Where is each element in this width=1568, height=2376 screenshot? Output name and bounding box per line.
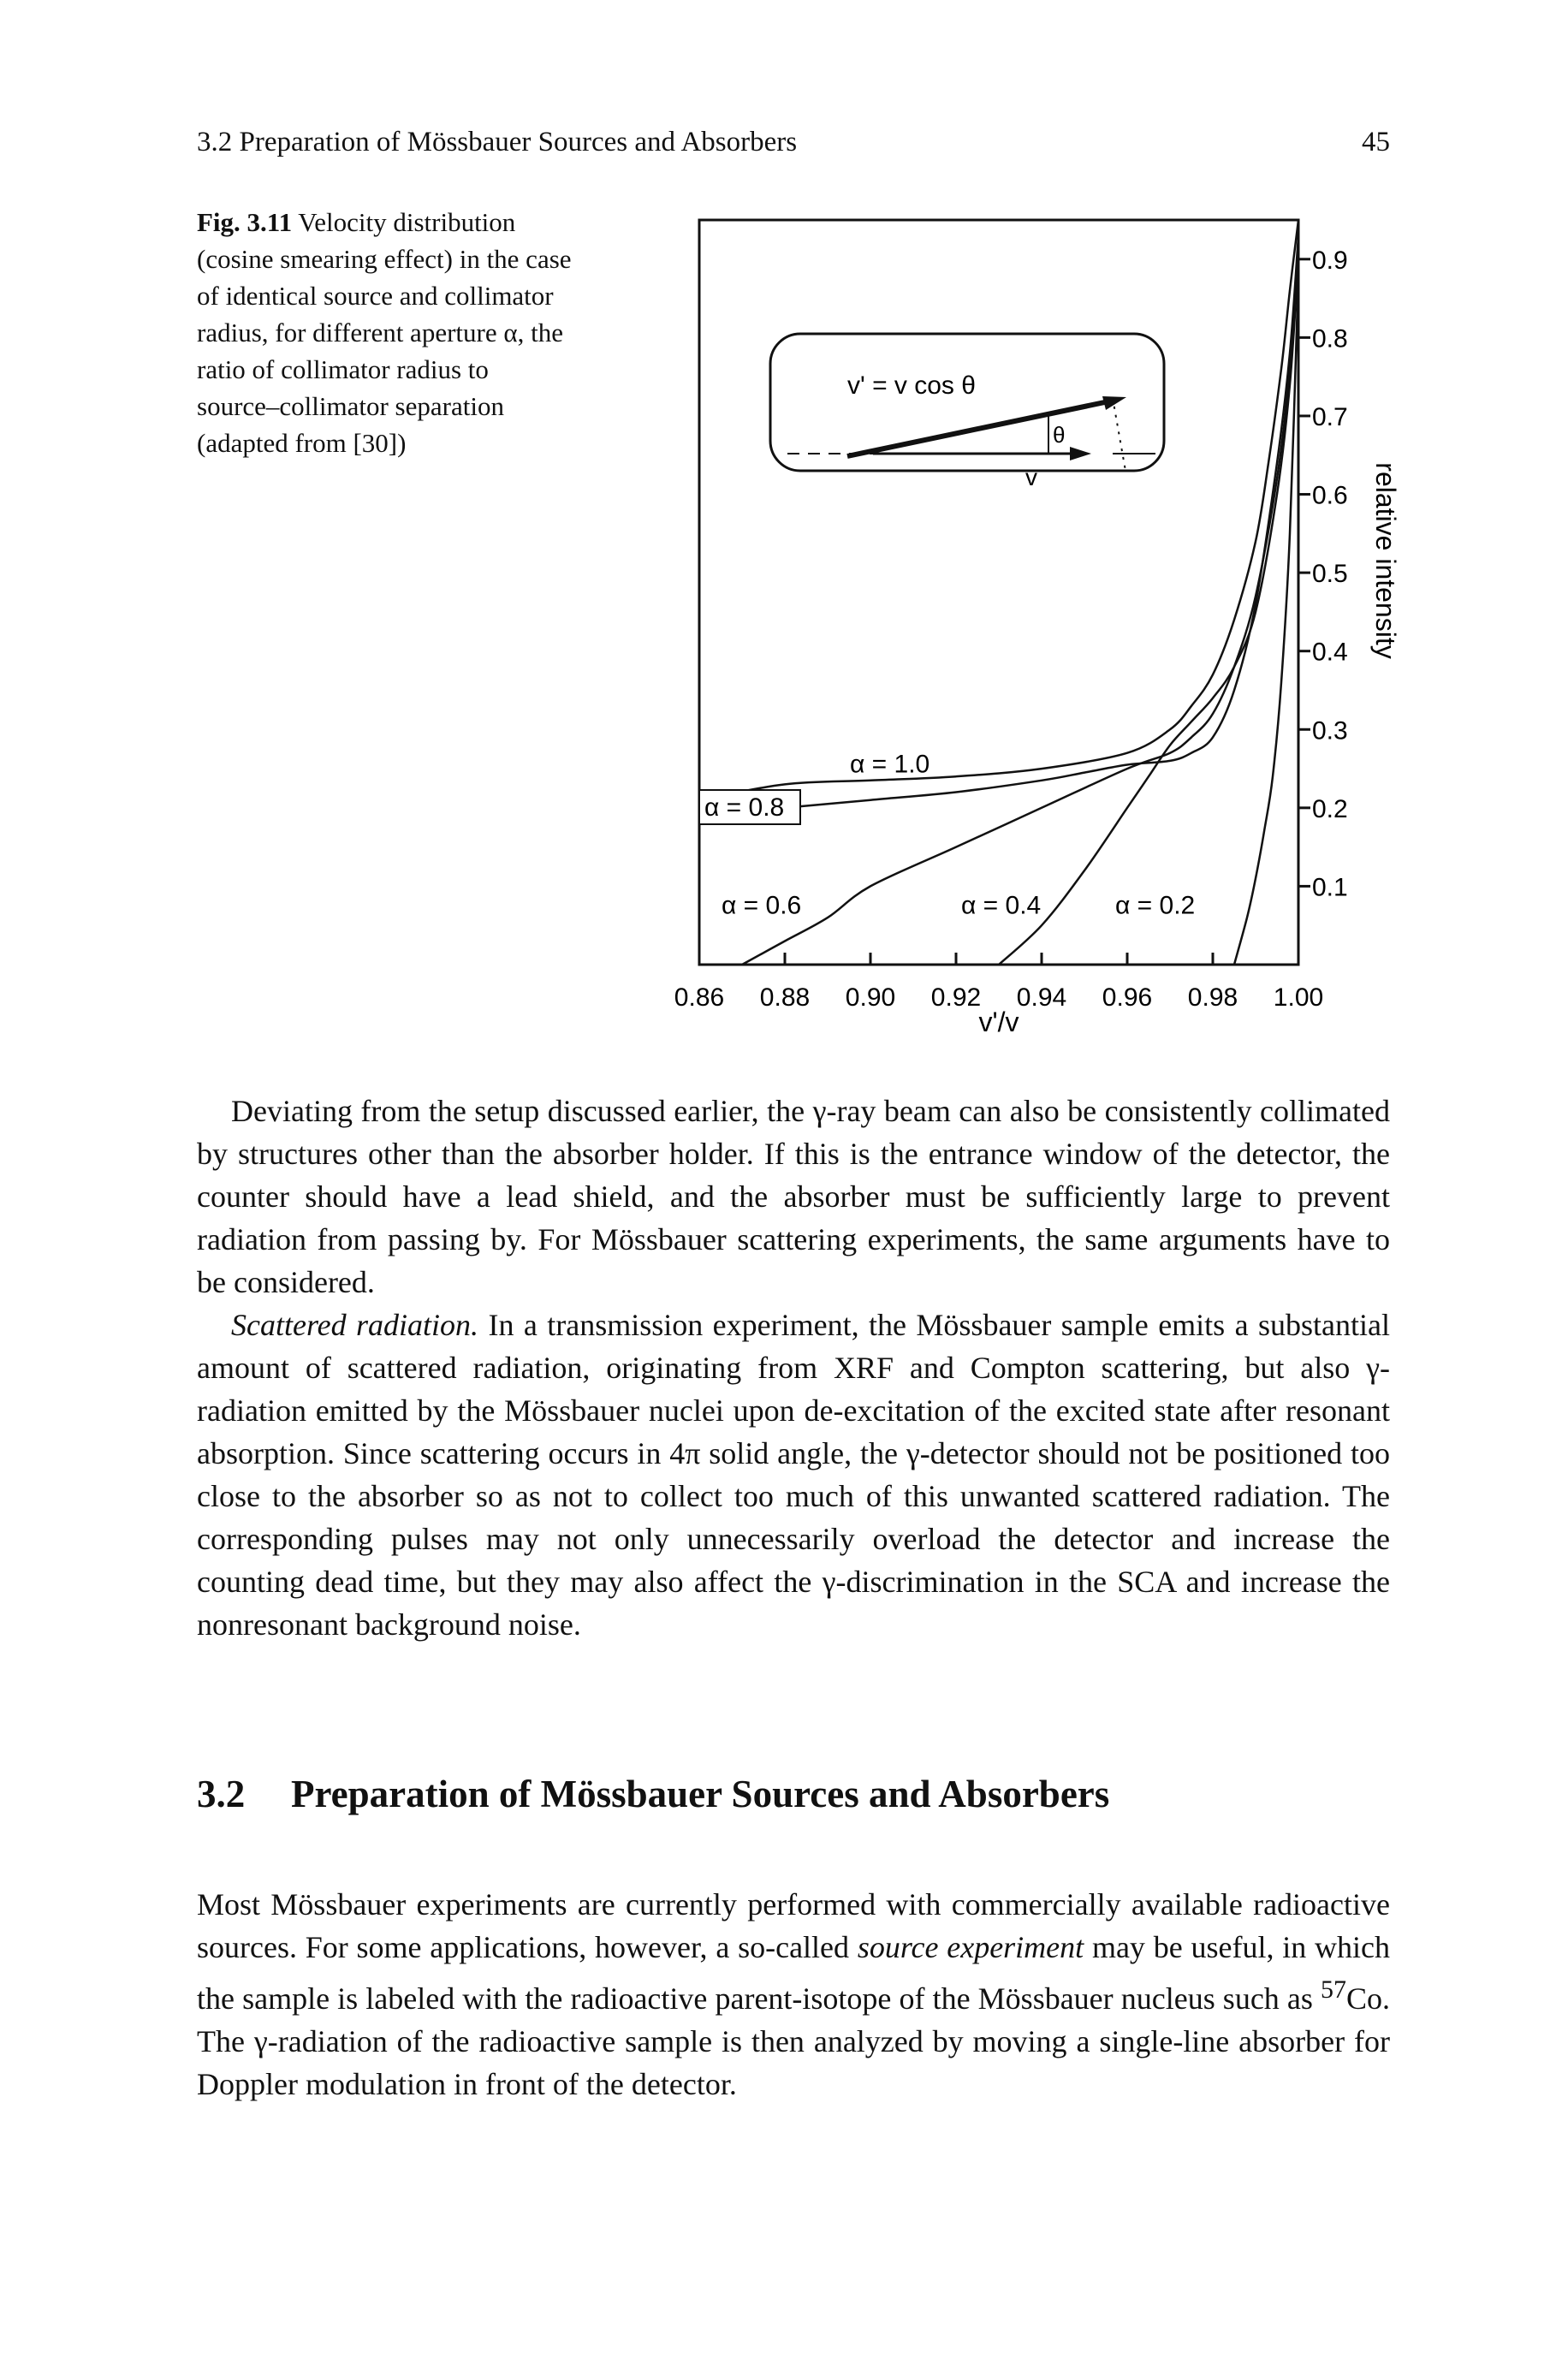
- inset-dotted-line: [1112, 397, 1126, 472]
- inset-vprime-arrowhead: [1102, 396, 1126, 410]
- velocity-distribution-chart: 0.86 0.88 0.90 0.92 0.94 0.96 0.98 1.00 0.1 0.2 0.…: [674, 218, 1401, 1037]
- y-tick-label: 0.4: [1312, 639, 1348, 667]
- x-tick-label: 0.86: [674, 983, 724, 1012]
- series-label: α = 1.0: [850, 751, 930, 779]
- y-tick-label: 0.3: [1312, 716, 1348, 745]
- y-tick-label: 0.7: [1312, 403, 1348, 431]
- paragraph-3-part3: Co. The γ-radiation of the radioactive s…: [197, 1981, 1390, 2101]
- inset-box: [769, 332, 1166, 472]
- y-tick-label: 0.1: [1312, 873, 1348, 901]
- plot-frame: [698, 218, 1300, 966]
- figure-3-11: 0.86 0.88 0.90 0.92 0.94 0.96 0.98 1.00 0.1 0.2 0.…: [650, 201, 1566, 1048]
- y-tick-label: 0.9: [1312, 247, 1348, 275]
- inset-v-arrowhead: [1070, 447, 1091, 460]
- paragraph-1: Deviating from the setup discussed earli…: [197, 1094, 1390, 1299]
- cosine-inset: v' = v cos θ θ v: [769, 332, 1166, 490]
- figure-label: Fig. 3.11: [197, 207, 293, 237]
- figure-caption-text: Velocity distribution (cosine smearing e…: [197, 207, 572, 458]
- running-title: 3.2 Preparation of Mössbauer Sources and…: [197, 127, 798, 157]
- section-title: Preparation of Mössbauer Sources and Abs…: [291, 1773, 1110, 1815]
- page-number: 45: [1362, 127, 1390, 157]
- running-head: 3.2 Preparation of Mössbauer Sources and…: [197, 127, 1390, 169]
- section-heading: 3.2 Preparation of Mössbauer Sources and …: [197, 1772, 1390, 1816]
- inset-vprime-arrow: [846, 397, 1118, 459]
- y-axis-label: relative intensity: [1370, 462, 1401, 658]
- x-tick-label: 1.00: [1274, 983, 1323, 1012]
- x-tick-label: 0.90: [846, 983, 895, 1012]
- section-number: 3.2: [197, 1773, 246, 1815]
- figure-caption: Fig. 3.11 Velocity distribution (cosine …: [197, 204, 573, 461]
- y-tick-label: 0.6: [1312, 482, 1348, 510]
- x-tick-label: 0.92: [931, 983, 981, 1012]
- isotope-superscript: 57: [1320, 1975, 1346, 2004]
- paragraph-3: Most Mössbauer experiments are currently…: [197, 1883, 1390, 2106]
- x-tick-label: 0.94: [1017, 983, 1066, 1012]
- series-label: α = 0.6: [722, 891, 801, 919]
- inset-v-label: v: [1025, 464, 1037, 490]
- series-label-box: [698, 789, 801, 825]
- series-line-alpha-1: [698, 235, 1300, 817]
- paragraph-2: Scattered radiation. In a transmission e…: [197, 1304, 1390, 1646]
- inset-theta-label: θ: [1053, 422, 1065, 448]
- series-line-alpha-3: [998, 258, 1300, 965]
- series-label: α = 0.4: [961, 891, 1041, 919]
- inset-formula: v' = v cos θ: [847, 371, 976, 400]
- paragraph-3-part2: may be useful, in which the sample is la…: [197, 1930, 1390, 2016]
- y-tick-label: 0.5: [1312, 560, 1348, 588]
- paragraph-2-lead: Scattered radiation.: [231, 1308, 479, 1342]
- series-line-alpha-4: [1232, 275, 1300, 965]
- body-block-1: Deviating from the setup discussed earli…: [197, 1090, 1390, 1646]
- paragraph-3-emph: source experiment: [857, 1930, 1084, 1964]
- x-tick-label: 0.98: [1188, 983, 1238, 1012]
- x-tick-label: 0.96: [1102, 983, 1152, 1012]
- paragraph-3-part1: Most Mössbauer experiments are currently…: [197, 1887, 1390, 1964]
- series-label: α = 0.8: [704, 793, 784, 822]
- series-line-alpha-0: [698, 219, 1300, 801]
- y-tick-label: 0.8: [1312, 324, 1348, 353]
- series-line-alpha-2: [741, 243, 1300, 966]
- body-block-2: Most Mössbauer experiments are currently…: [197, 1883, 1390, 2106]
- x-axis-label: v'/v: [979, 1007, 1019, 1037]
- series-label: α = 0.2: [1115, 891, 1195, 919]
- paragraph-2-text: In a transmission experiment, the Mössba…: [197, 1308, 1390, 1642]
- y-tick-label: 0.2: [1312, 795, 1348, 823]
- x-tick-label: 0.88: [760, 983, 810, 1012]
